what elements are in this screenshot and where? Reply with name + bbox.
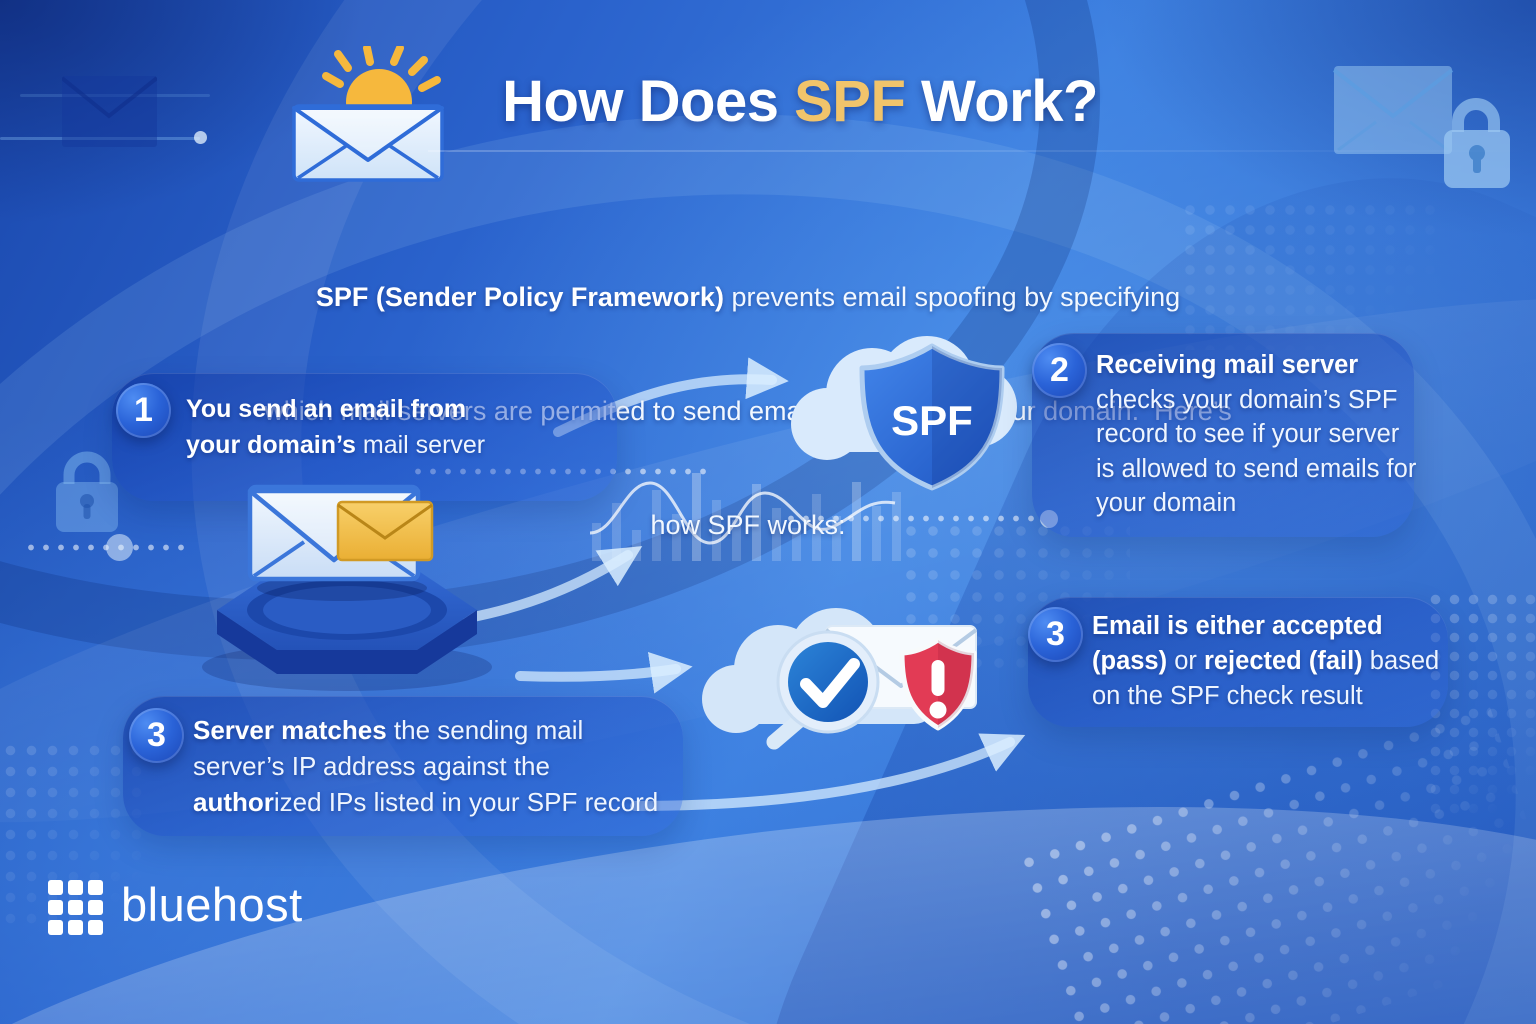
step-3-result-number-badge: 3	[1028, 607, 1083, 662]
step-3-check-number-badge: 3	[129, 708, 184, 763]
lock-watermark-icon	[56, 451, 118, 532]
dotted-line	[788, 515, 1040, 522]
step-1-text: You send an email from your domain’s mai…	[186, 395, 486, 459]
bar-wave-decor	[590, 473, 901, 561]
spf-shield-cloud-icon: SPF	[791, 336, 1017, 491]
decor-dot	[106, 534, 133, 561]
step-1-number-badge: 1	[116, 383, 171, 438]
step-1-box: 1 You send an email from your domain’s m…	[112, 373, 617, 501]
step-2-text: Receiving mail server checks your domain…	[1096, 351, 1417, 517]
spf-shield-label: SPF	[891, 397, 973, 444]
arrow-envelope-to-center	[463, 546, 643, 623]
bluehost-grid-icon	[48, 880, 103, 935]
envelope-sun-icon	[292, 46, 444, 182]
brand-name: bluehost	[121, 878, 303, 931]
title-highlight: SPF	[794, 69, 906, 134]
envelope-watermark-icon	[62, 76, 157, 147]
warning-shield-icon	[899, 637, 977, 731]
page-title: How Does SPF Work?	[502, 69, 1098, 134]
step-3-check-text: Server matches the sending mail server’s…	[193, 715, 659, 817]
pedestal-envelope-icon	[202, 484, 492, 691]
envelope-lock-watermark-icon	[1332, 66, 1510, 188]
mail-scan-cloud-icon	[702, 608, 978, 750]
checkmark-icon	[800, 658, 860, 708]
arrow-step3-to-scan-cloud	[515, 652, 693, 694]
step-2-number-badge: 2	[1032, 343, 1087, 398]
decor-dot	[194, 131, 207, 144]
bluehost-logo: bluehost	[48, 880, 303, 935]
step-3-result-box: 3 Email is either accepted (pass) or rej…	[1028, 597, 1448, 727]
step-3-result-text: Email is either accepted (pass) or rejec…	[1092, 612, 1440, 710]
title-divider	[428, 150, 1536, 152]
step-3-check-box: 3 Server matches the sending mail server…	[123, 696, 683, 836]
step-2-box: 2 Receiving mail server checks your doma…	[1032, 333, 1417, 537]
halftone-dots-pattern	[1180, 200, 1440, 350]
arrow-to-result-box	[630, 733, 1026, 811]
